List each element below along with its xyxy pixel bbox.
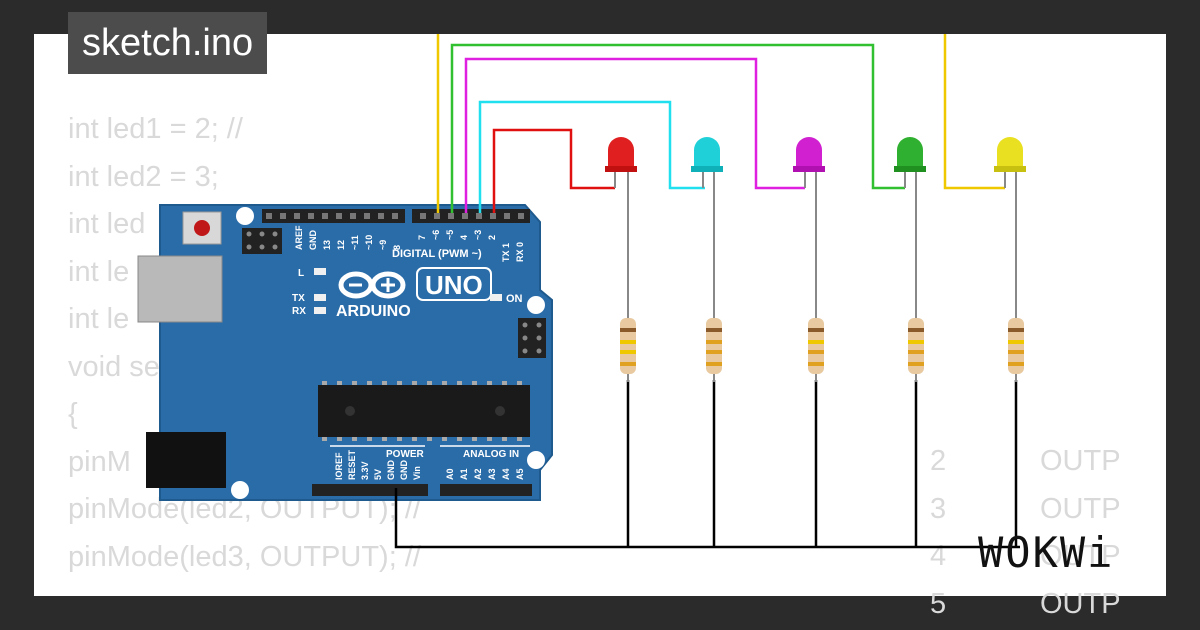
code-line: int le bbox=[68, 255, 130, 288]
analog-header bbox=[440, 484, 532, 496]
power-label: POWER bbox=[386, 449, 425, 460]
led-rx-indicator bbox=[314, 307, 326, 314]
led-tx-label: TX bbox=[292, 293, 305, 304]
code-line: void se bbox=[68, 350, 160, 383]
cyan-led[interactable] bbox=[691, 137, 723, 305]
pin-label: GND bbox=[386, 460, 396, 481]
pin-label: ~5 bbox=[445, 230, 455, 240]
sketch-title: sketch.ino bbox=[68, 12, 268, 74]
green-wire bbox=[450, 43, 905, 213]
led-l-indicator bbox=[314, 268, 326, 275]
code-preview: int led1 = 2; // int led2 = 3; int led i… bbox=[68, 106, 421, 581]
pin-label: GND bbox=[399, 460, 409, 481]
uno-badge bbox=[416, 267, 492, 301]
resistor[interactable] bbox=[908, 305, 924, 382]
yellow-wire-led bbox=[943, 34, 1005, 190]
icsp-header bbox=[242, 228, 282, 254]
led-l-label: L bbox=[298, 268, 304, 279]
digital-label: DIGITAL (PWM ~) bbox=[392, 248, 482, 260]
pin-label: A4 bbox=[501, 468, 511, 480]
cyan-wire bbox=[478, 100, 705, 213]
resistor-group bbox=[620, 305, 1024, 382]
code-line: int le bbox=[68, 303, 130, 335]
pin-label: A2 bbox=[473, 468, 483, 480]
pin-label: RX 0 bbox=[515, 242, 525, 262]
pin-label: 7 bbox=[417, 235, 427, 240]
icsp-header-2 bbox=[518, 318, 546, 358]
code-line: pinMode(led3, OUTPUT); // bbox=[68, 540, 421, 573]
uno-label: UNO bbox=[425, 270, 483, 300]
pin-label: 3.3V bbox=[360, 461, 370, 480]
ground-wire bbox=[394, 380, 1020, 549]
led-tx-indicator bbox=[314, 294, 326, 301]
mounting-hole bbox=[231, 481, 249, 499]
arduino-uno-board[interactable]: AREF GND 13 12 ~11 ~10 ~9 8 7 ~6 ~5 4 ~3… bbox=[137, 204, 553, 501]
on-label: ON bbox=[506, 293, 523, 305]
magenta-led[interactable] bbox=[793, 137, 825, 305]
pin-label: A0 bbox=[445, 468, 455, 480]
signal-wires bbox=[436, 34, 1005, 213]
pin-label: 2 bbox=[487, 235, 497, 240]
pin-label: ~10 bbox=[364, 235, 374, 250]
code-line: pinM bbox=[68, 445, 131, 478]
mounting-hole bbox=[236, 207, 254, 225]
pin-label: ~6 bbox=[431, 230, 441, 240]
resistor[interactable] bbox=[620, 305, 636, 382]
pin-label: 5V bbox=[373, 469, 383, 480]
pin-label: GND bbox=[308, 230, 318, 251]
mounting-hole bbox=[527, 451, 545, 469]
red-led[interactable] bbox=[605, 137, 637, 305]
power-jack bbox=[146, 432, 226, 488]
digital-header-left bbox=[262, 209, 405, 223]
pin-label: RESET bbox=[347, 449, 357, 480]
code-line: { bbox=[68, 398, 78, 430]
digital-header-right bbox=[412, 209, 530, 223]
resistor[interactable] bbox=[1008, 305, 1024, 382]
code-line: int led1 = 2; // bbox=[68, 113, 243, 145]
magenta-wire bbox=[464, 57, 805, 213]
pin-label: A1 bbox=[459, 468, 469, 480]
led-group bbox=[605, 137, 1026, 305]
pin-label: Vin bbox=[412, 466, 422, 480]
code-line: int led bbox=[68, 208, 146, 240]
yellow-led[interactable] bbox=[994, 137, 1026, 305]
pin-label: AREF bbox=[294, 225, 304, 250]
analog-label: ANALOG IN bbox=[463, 449, 519, 460]
reset-button[interactable] bbox=[182, 211, 222, 245]
pin-label: 12 bbox=[336, 240, 346, 250]
mounting-hole bbox=[527, 296, 545, 314]
pin-label: A5 bbox=[515, 468, 525, 480]
atmega-chip bbox=[318, 381, 530, 441]
red-wire bbox=[492, 128, 615, 213]
power-header bbox=[312, 484, 428, 496]
pin-label: IOREF bbox=[334, 452, 344, 480]
usb-port bbox=[137, 255, 223, 323]
arduino-brand-label: ARDUINO bbox=[336, 303, 411, 320]
on-indicator bbox=[490, 294, 502, 301]
wokwi-logo: WOKWi bbox=[978, 528, 1115, 577]
green-led[interactable] bbox=[894, 137, 926, 305]
arduino-logo-icon bbox=[338, 271, 406, 299]
resistor[interactable] bbox=[808, 305, 824, 382]
code-line: int led2 = 3; bbox=[68, 160, 219, 193]
pin-label: ~9 bbox=[378, 240, 388, 250]
pin-label: 4 bbox=[459, 235, 469, 240]
pin-label: ~11 bbox=[350, 235, 360, 250]
pin-label: TX 1 bbox=[501, 243, 511, 262]
pin-label: ~3 bbox=[473, 230, 483, 240]
led-rx-label: RX bbox=[292, 306, 306, 317]
pin-label: A3 bbox=[487, 468, 497, 480]
resistor[interactable] bbox=[706, 305, 722, 382]
pin-label: 8 bbox=[392, 245, 402, 250]
pin-label: 13 bbox=[322, 240, 332, 250]
